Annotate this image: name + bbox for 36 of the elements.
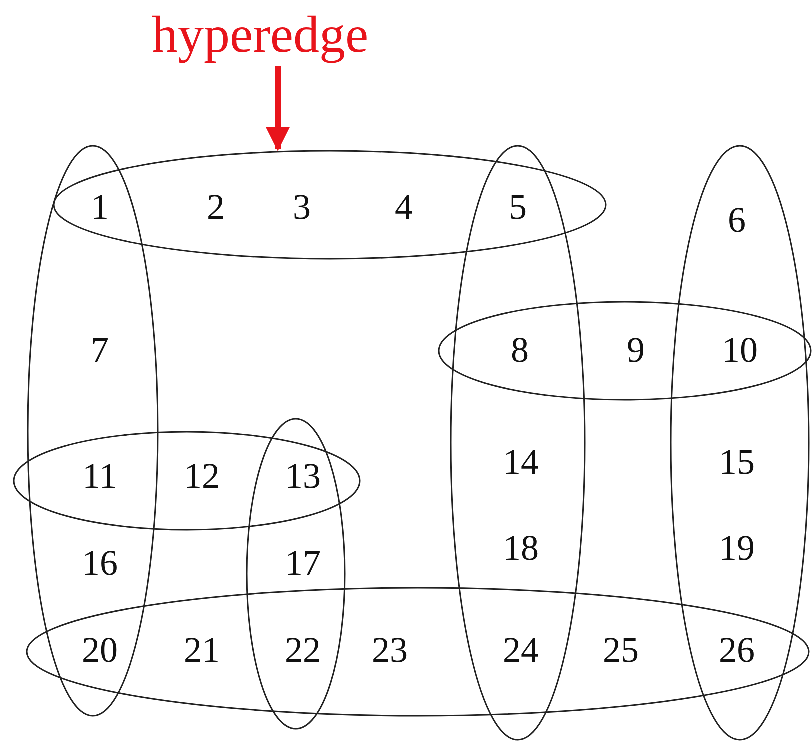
- vertex-number: 15: [719, 442, 755, 482]
- vertex-number: 5: [509, 187, 527, 227]
- vertex-number: 14: [503, 442, 539, 482]
- hyperedge-ellipse: [246, 418, 346, 730]
- hyperedge-ellipse: [27, 145, 159, 717]
- annotation-text: hyperedge: [152, 8, 369, 64]
- hyperedge-ellipse: [450, 145, 586, 741]
- leader-arrow: [266, 66, 290, 152]
- hyperedge-ellipse: [13, 431, 361, 531]
- vertex-number: 25: [603, 630, 639, 670]
- vertex-number: 26: [719, 630, 755, 670]
- vertex-number: 24: [503, 630, 539, 670]
- vertex-number: 20: [82, 630, 118, 670]
- vertex-number: 2: [207, 187, 225, 227]
- vertex-number: 6: [728, 200, 746, 240]
- vertex-number: 4: [395, 187, 413, 227]
- vertex-number: 13: [285, 456, 321, 496]
- vertex-number: 19: [719, 528, 755, 568]
- vertex-number: 17: [285, 543, 321, 583]
- vertex-number: 1: [91, 187, 109, 227]
- vertex-number: 23: [372, 630, 408, 670]
- vertex-number: 18: [503, 528, 539, 568]
- vertex-number: 21: [184, 630, 220, 670]
- hyperedge-ellipse: [26, 587, 810, 717]
- hyperedge-ellipse: [670, 145, 810, 741]
- vertex-number: 10: [722, 330, 758, 370]
- vertex-number: 3: [293, 187, 311, 227]
- hyperedge-ellipse: [53, 150, 607, 260]
- vertex-number: 7: [91, 330, 109, 370]
- vertex-number: 16: [82, 543, 118, 583]
- hyperedge-ellipse: [438, 301, 812, 401]
- vertex-number: 12: [184, 456, 220, 496]
- vertex-number: 8: [511, 330, 529, 370]
- vertex-number: 9: [627, 330, 645, 370]
- vertex-number: 11: [82, 456, 118, 496]
- vertex-number: 22: [285, 630, 321, 670]
